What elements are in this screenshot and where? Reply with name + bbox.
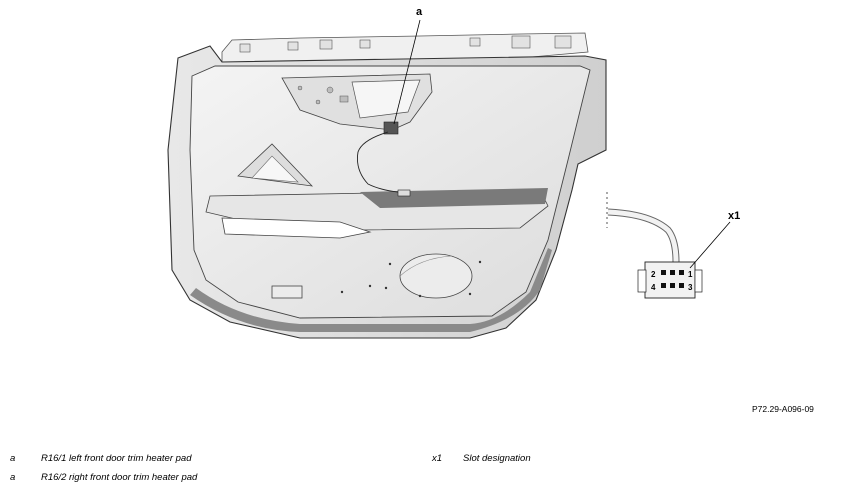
door-trim-illustration: 2 1 4 3	[167, 19, 731, 339]
pin-label-1: 1	[688, 270, 693, 279]
speaker-circle	[399, 253, 473, 299]
legend-text: Slot designation	[463, 453, 531, 464]
heater-harness	[357, 131, 411, 195]
connector-pins	[661, 270, 684, 288]
connector-housing	[644, 261, 696, 299]
legend-text: R16/2 right front door trim heater pad	[41, 472, 198, 483]
pin-label-3: 3	[688, 283, 693, 292]
pin-label-4: 4	[651, 283, 656, 292]
document-id: P72.29-A096-09	[752, 404, 814, 414]
heater-pad	[383, 121, 399, 135]
connector-detail: 2 1 4 3	[606, 192, 731, 299]
callout-x1-leader	[689, 221, 731, 269]
handle-holes	[297, 85, 349, 105]
callout-a-label: a	[416, 6, 423, 18]
mounting-dots	[340, 260, 482, 298]
legend-text: R16/1 left front door trim heater pad	[41, 453, 192, 464]
callout-a-leader	[393, 19, 421, 125]
bottom-clip	[271, 285, 303, 299]
bracket-clips	[239, 35, 572, 53]
grip-slot	[221, 217, 372, 239]
legend-key: a	[10, 472, 16, 483]
legend-key: x1	[432, 453, 443, 464]
legend-key: a	[10, 453, 16, 464]
callout-x1-label: x1	[728, 210, 741, 222]
pin-label-2: 2	[651, 270, 656, 279]
harness-connector	[397, 189, 411, 197]
